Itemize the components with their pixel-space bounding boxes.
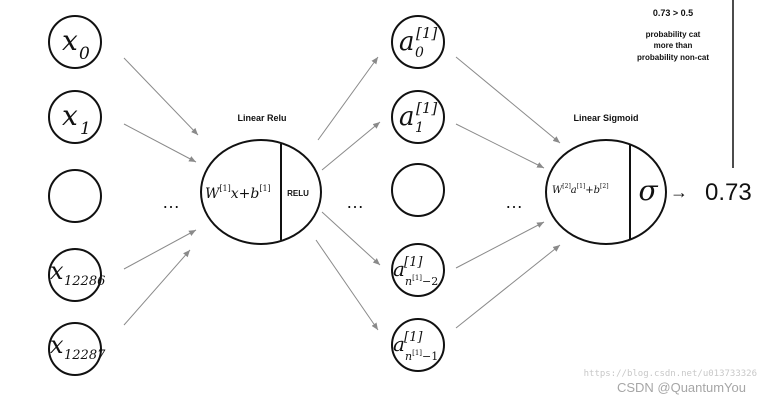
input-node-x0: x 0 xyxy=(48,15,102,69)
linear-sigmoid-unit: Linear Sigmoid W[2]a[1]+b[2] σ xyxy=(545,113,667,245)
hidden-node-an2: [1] a n[1]−2 xyxy=(391,243,445,297)
watermark-brand: CSDN @QuantumYou xyxy=(617,380,746,395)
input-node-x12287: x 12287 xyxy=(48,322,106,376)
linear-formula: W[1]x+b[1] xyxy=(205,184,271,202)
hidden-layer: a [1] 0 a [1] 1 [1] a n[1]−2 [1] a n[1]−… xyxy=(391,15,445,372)
input-node-x12286: x 12286 xyxy=(48,248,105,302)
annotation-line-2: more than xyxy=(654,41,693,50)
comparison-text: 0.73 > 0.5 xyxy=(653,8,693,18)
ellipsis-hidden-right: … xyxy=(505,192,523,212)
node-subscript: n[1]−2 xyxy=(405,274,438,288)
node-subscript: n[1]−1 xyxy=(405,349,438,363)
annotation-line-3: probability non-cat xyxy=(637,53,709,62)
annotation-line-1: probability cat xyxy=(646,30,701,39)
activation-relu: RELU xyxy=(287,189,309,198)
unit-label: Linear Relu xyxy=(237,113,286,123)
node-superscript: [1] xyxy=(404,330,423,345)
ellipsis-inputs: … xyxy=(162,192,180,212)
node-symbol: x xyxy=(62,99,78,132)
node-superscript: [1] xyxy=(416,99,437,117)
hidden-node-an1: [1] a n[1]−1 xyxy=(391,318,445,372)
arrow-unit1-a1 xyxy=(321,121,381,171)
node-subscript: 12287 xyxy=(64,348,106,363)
arrow-x1-unit1 xyxy=(123,123,197,163)
arrow-an2-unit2 xyxy=(455,221,545,269)
arrow-unit1-an2 xyxy=(321,211,381,266)
linear-formula: W[2]a[1]+b[2] xyxy=(552,183,609,196)
ellipsis-hidden-left: … xyxy=(346,192,364,212)
unit1-to-hidden-arrows xyxy=(315,56,381,331)
linear-relu-unit: Linear Relu W[1]x+b[1] RELU xyxy=(200,113,322,245)
node-subscript: 0 xyxy=(79,44,90,64)
arrow-x12287-unit1 xyxy=(123,249,191,326)
output: → 0.73 xyxy=(670,179,752,206)
node-subscript: 1 xyxy=(415,120,424,136)
node-symbol: a xyxy=(399,102,415,132)
node-subscript: 12286 xyxy=(64,274,105,289)
node-subscript: 1 xyxy=(80,119,91,139)
hidden-to-unit2-arrows xyxy=(455,56,561,329)
arrow-unit1-an1 xyxy=(315,239,379,331)
arrow-x0-unit1 xyxy=(123,57,199,136)
node-symbol: x xyxy=(50,331,64,359)
node-symbol: a xyxy=(393,332,405,356)
hidden-node-empty xyxy=(391,163,445,217)
arrow-a1-unit2 xyxy=(455,123,545,169)
input-node-x1: x 1 xyxy=(48,90,102,144)
input-node-empty xyxy=(48,169,102,223)
node-subscript: 0 xyxy=(415,45,424,61)
output-arrow: → xyxy=(670,182,688,202)
watermark-url: https://blog.csdn.net/u013733326 xyxy=(584,369,757,379)
input-layer: x 0 x 1 x 12286 x 12287 xyxy=(48,15,106,376)
prediction-annotation: 0.73 > 0.5 probability cat more than pro… xyxy=(637,0,734,168)
node-symbol: a xyxy=(393,257,405,281)
node-symbol: a xyxy=(399,27,415,57)
node-symbol: x xyxy=(50,257,64,285)
activation-sigma: σ xyxy=(638,174,658,207)
node-superscript: [1] xyxy=(404,255,423,270)
input-to-unit1-arrows xyxy=(123,57,199,326)
node-superscript: [1] xyxy=(416,24,437,42)
unit-label: Linear Sigmoid xyxy=(573,113,638,123)
node-symbol: x xyxy=(62,24,78,57)
arrow-unit1-a0 xyxy=(317,56,379,141)
output-value: 0.73 xyxy=(705,179,752,206)
arrow-a0-unit2 xyxy=(455,56,561,144)
arrow-x12286-unit1 xyxy=(123,229,197,270)
hidden-node-a1: a [1] 1 xyxy=(391,90,445,144)
hidden-node-a0: a [1] 0 xyxy=(391,15,445,69)
arrow-an1-unit2 xyxy=(455,244,561,329)
